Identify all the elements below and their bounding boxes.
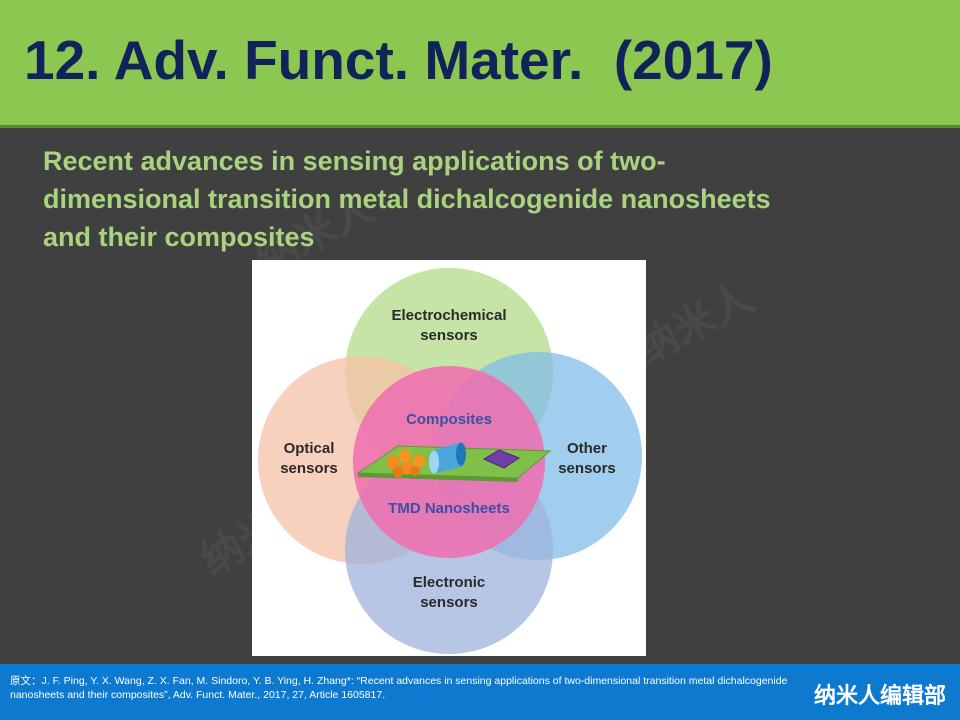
label-optical-line1: Optical: [284, 440, 335, 457]
slide-subtitle: Recent advances in sensing applications …: [43, 146, 771, 252]
sensor-venn-figure: Electrochemical sensors Optical sensors …: [252, 260, 646, 656]
label-electronic-line1: Electronic: [413, 574, 486, 591]
label-tmd-nanosheets: TMD Nanosheets: [388, 500, 510, 517]
label-optical-line2: sensors: [280, 460, 338, 477]
label-electrochemical-line2: sensors: [420, 327, 478, 344]
label-composites: Composites: [406, 411, 492, 428]
label-electrochemical-line1: Electrochemical: [391, 307, 506, 324]
nanotube-cylinder: [429, 442, 466, 474]
footer-brand: 纳米人编辑部: [813, 683, 946, 708]
purple-sheet: [482, 449, 521, 469]
venn-diagram: Electrochemical sensors Optical sensors …: [258, 268, 642, 654]
label-other-line2: sensors: [558, 460, 616, 477]
nanoparticle-cluster: [386, 449, 426, 478]
label-other-line1: Other: [567, 440, 607, 457]
label-electronic-line2: sensors: [420, 594, 478, 611]
footer-citation: 原文：J. F. Ping, Y. X. Wang, Z. X. Fan, M.…: [10, 675, 788, 701]
footer-bar: 原文：J. F. Ping, Y. X. Wang, Z. X. Fan, M.…: [0, 664, 960, 720]
slide-title: 12. Adv. Funct. Mater. (2017): [24, 29, 773, 91]
title-bar: 12. Adv. Funct. Mater. (2017): [0, 0, 960, 128]
